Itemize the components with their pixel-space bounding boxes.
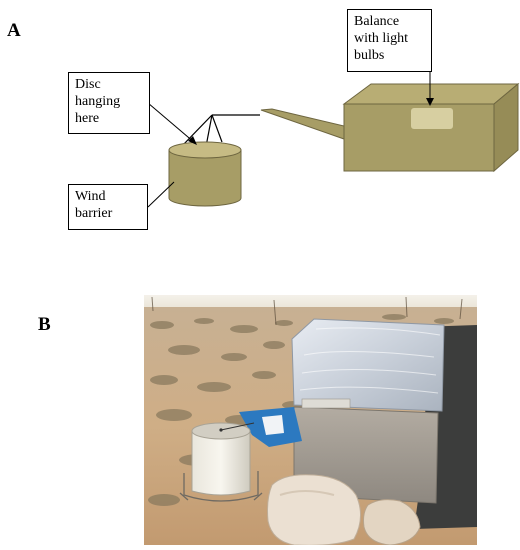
suspension-wires (181, 114, 260, 158)
panel-b-label: B (38, 314, 51, 335)
callout-arrowheads (188, 98, 434, 145)
balance-window (411, 108, 453, 129)
panel-a-diagram (147, 72, 520, 208)
balance-arm (260, 108, 345, 140)
panel-a-label: A (7, 20, 21, 41)
field-photo-image (144, 295, 477, 545)
field-photo (144, 295, 477, 545)
callout-pointers (147, 72, 431, 208)
callout-wind-barrier: Wind barrier (68, 184, 148, 230)
balance-box (342, 82, 520, 173)
callout-disc-hanging: Disc hanging here (68, 72, 150, 134)
wind-barrier-cylinder (168, 141, 242, 207)
callout-balance: Balance with light bulbs (347, 9, 432, 72)
